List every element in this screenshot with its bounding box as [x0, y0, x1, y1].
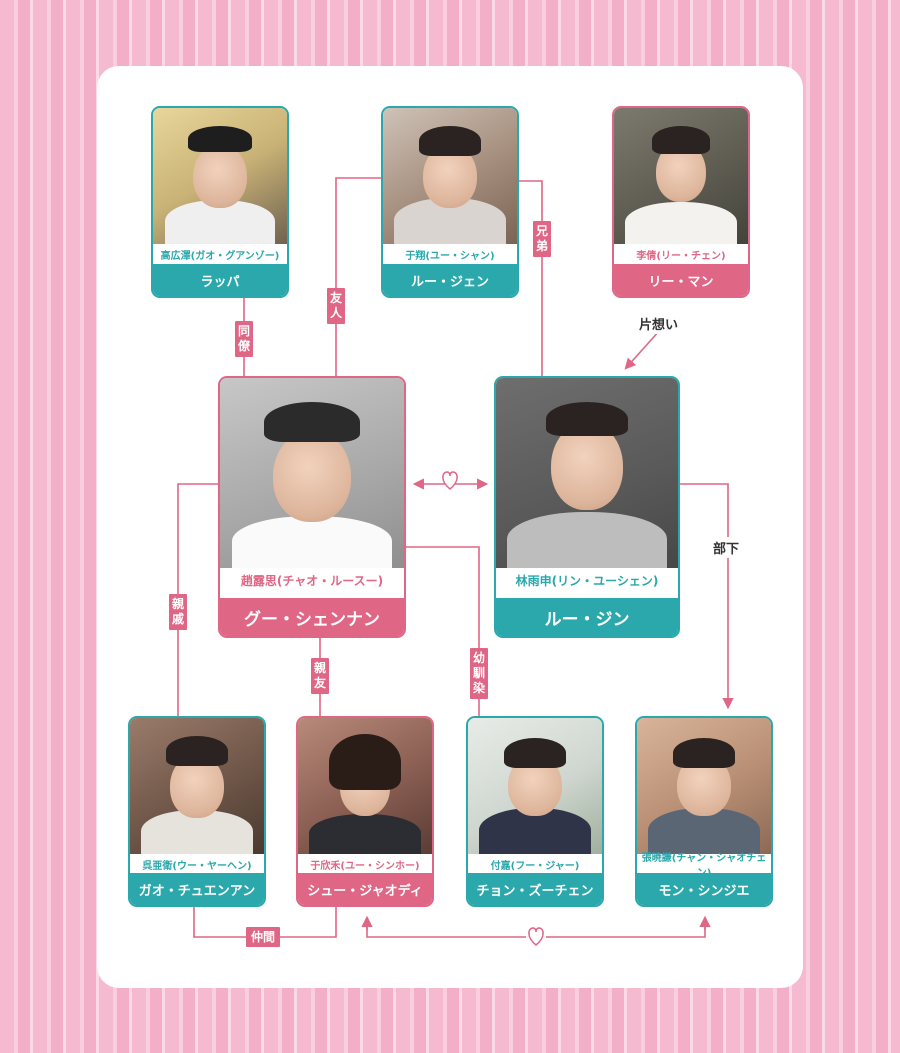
- role-name: グー・シェンナン: [220, 598, 404, 636]
- relation-relative: 親戚: [169, 594, 187, 630]
- actor-name: 高広澤(ガオ・グアンゾー): [153, 244, 287, 264]
- card-lujin[interactable]: 林雨申(リン・ユーシェン) ルー・ジン: [494, 376, 680, 638]
- actor-name: 林雨申(リン・ユーシェン): [496, 568, 678, 592]
- role-name: ルー・ジン: [496, 598, 678, 636]
- role-name: ガオ・チュエンアン: [130, 873, 264, 905]
- card-gao[interactable]: 呉亜衛(ウー・ヤーヘン) ガオ・チュエンアン: [128, 716, 266, 907]
- actor-name: 于欣禾(ユー・シンホー): [298, 854, 432, 874]
- actor-name: 付嘉(フー・ジャー): [468, 854, 602, 874]
- card-rappa[interactable]: 高広澤(ガオ・グアンゾー) ラッパ: [151, 106, 289, 298]
- role-name: リー・マン: [614, 264, 748, 296]
- role-name: ルー・ジェン: [383, 264, 517, 296]
- role-name: チョン・ズーチェン: [468, 873, 602, 905]
- actor-name: 呉亜衛(ウー・ヤーヘン): [130, 854, 264, 874]
- card-zhong[interactable]: 付嘉(フー・ジャー) チョン・ズーチェン: [466, 716, 604, 907]
- actor-name: 張暁謙(チャン・シャオチェン): [637, 853, 771, 879]
- heart-icon: [528, 927, 544, 946]
- relation-childhood: 幼馴染: [470, 648, 488, 699]
- role-name: モン・シンジエ: [637, 873, 771, 905]
- portrait-photo: [130, 718, 264, 854]
- portrait-photo: [496, 378, 678, 568]
- portrait-photo: [468, 718, 602, 854]
- relation-comrade: 仲間: [246, 927, 281, 947]
- relation-subordinate: 部下: [710, 537, 743, 558]
- portrait-photo: [220, 378, 404, 568]
- portrait-photo: [153, 108, 287, 244]
- portrait-photo: [383, 108, 517, 244]
- actor-name: 李倩(リー・チェン): [614, 244, 748, 264]
- actor-name: 趙露思(チャオ・ルースー): [220, 568, 404, 592]
- card-xu[interactable]: 于欣禾(ユー・シンホー) シュー・ジャオディ: [296, 716, 434, 907]
- portrait-photo: [298, 718, 432, 854]
- heart-icon: [442, 471, 458, 490]
- relation-crush: 片想い: [636, 313, 682, 334]
- card-luzhen[interactable]: 于翔(ユー・シャン) ルー・ジェン: [381, 106, 519, 298]
- card-liman[interactable]: 李倩(リー・チェン) リー・マン: [612, 106, 750, 298]
- portrait-photo: [637, 718, 771, 854]
- portrait-photo: [614, 108, 748, 244]
- relation-bestfriend: 親友: [311, 658, 329, 694]
- relation-brother: 兄弟: [533, 221, 551, 257]
- relation-coworker: 同僚: [235, 321, 253, 357]
- actor-name: 于翔(ユー・シャン): [383, 244, 517, 264]
- card-meng[interactable]: 張暁謙(チャン・シャオチェン) モン・シンジエ: [635, 716, 773, 907]
- role-name: シュー・ジャオディ: [298, 873, 432, 905]
- relation-friend: 友人: [327, 288, 345, 324]
- role-name: ラッパ: [153, 264, 287, 296]
- card-gu[interactable]: 趙露思(チャオ・ルースー) グー・シェンナン: [218, 376, 406, 638]
